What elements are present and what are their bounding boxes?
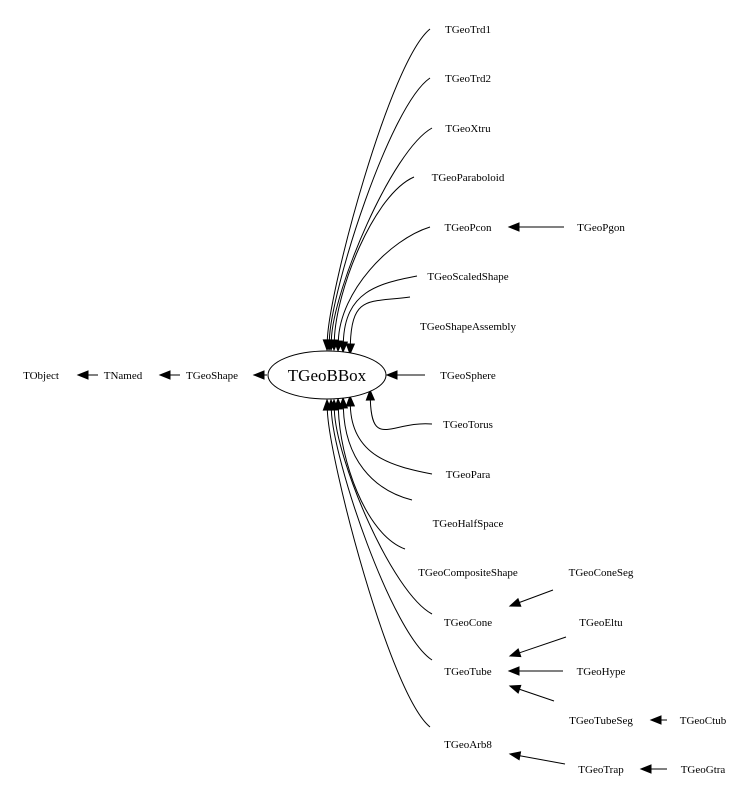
edge-tgeocompositeshape-to-tgeobbox [337,408,406,550]
node-tgeohalfspace[interactable]: TGeoHalfSpace [433,518,504,530]
edge-tgeoconeseg-to-tgeocone [519,589,554,603]
node-tgeoshapeassembly[interactable]: TGeoShapeAssembly [420,321,516,333]
root-node-label[interactable]: TGeoBBox [288,366,367,385]
edge-tgeoshapeassembly-to-tgeobbox-arrowhead [345,343,356,356]
node-tgeotrd1[interactable]: TGeoTrd1 [445,24,491,36]
edge-tgeohalfspace-to-tgeobbox [342,407,413,501]
edge-tgeopgon-to-tgeopcon-arrowhead [507,222,520,232]
node-tgeoeltu[interactable]: TGeoEltu [579,617,623,629]
edge-tgeoshapeassembly-to-tgeobbox [349,296,411,345]
node-tgeoscaledshape[interactable]: TGeoScaledShape [427,271,508,283]
node-tobject[interactable]: TObject [23,370,59,382]
root-node-ellipse [267,350,387,400]
node-tgeopara[interactable]: TGeoPara [446,469,491,481]
edge-tgeoscaledshape-to-tgeobbox [342,275,418,343]
node-tgeotrd2[interactable]: TGeoTrd2 [445,73,491,85]
edge-tgeoeltu-to-tgeotube [519,636,567,654]
edge-tgeosphere-to-tgeobbox-arrowhead [385,370,398,380]
edge-tgeotorus-to-tgeobbox [369,399,433,430]
edge-tgeopara-to-tgeobbox [349,405,433,475]
edge-layer [76,28,667,774]
node-tgeoshape[interactable]: TGeoShape [186,370,238,382]
edge-tgeotube-to-tgeobbox [330,409,433,661]
node-layer: TGeoBBox TObject TNamed TGeoShape TGeoTr… [23,24,727,776]
node-tgeogtra[interactable]: TGeoGtra [681,764,726,776]
node-tgeotorus[interactable]: TGeoTorus [443,419,493,431]
node-tnamed[interactable]: TNamed [104,370,143,382]
edge-tnamed-to-tobject-arrowhead [76,370,89,380]
edge-tgeopara-to-tgeobbox-arrowhead [345,394,356,407]
node-tgeoconeseg[interactable]: TGeoConeSeg [569,567,634,579]
edge-tgeotorus-to-tgeobbox-arrowhead [365,388,376,401]
edge-tgeocone-to-tgeobbox [333,409,433,615]
edge-tgeoxtru-to-tgeobbox [330,127,433,341]
node-tgeoxtru[interactable]: TGeoXtru [445,123,491,135]
edge-tgeotrap-to-tgeoarb8 [519,755,566,765]
node-tgeoctub[interactable]: TGeoCtub [680,715,727,727]
node-tgeohype[interactable]: TGeoHype [577,666,626,678]
node-tgeopgon[interactable]: TGeoPgon [577,222,625,234]
node-tgeoarb8[interactable]: TGeoArb8 [444,739,492,751]
edge-tgeoparaboloid-to-tgeobbox [333,176,415,341]
node-tgeocompositeshape[interactable]: TGeoCompositeShape [418,567,518,579]
node-tgeoparaboloid[interactable]: TGeoParaboloid [432,172,505,184]
edge-tgeoconeseg-to-tgeocone-arrowhead [508,597,522,607]
node-tgeotubeseg[interactable]: TGeoTubeSeg [569,715,633,727]
node-tgeopcon[interactable]: TGeoPcon [444,222,492,234]
edge-tgeobbox-to-tgeoshape-arrowhead [252,370,265,380]
edge-tgeotrd2-to-tgeobbox [328,77,431,341]
edge-tgeotubeseg-to-tgeotube [519,688,555,702]
edge-tgeotubeseg-to-tgeotube-arrowhead [508,684,522,694]
edge-tgeogtra-to-tgeotrap-arrowhead [639,764,652,774]
node-tgeosphere[interactable]: TGeoSphere [440,370,496,382]
edge-tgeoshape-to-tnamed-arrowhead [158,370,171,380]
node-tgeotrap[interactable]: TGeoTrap [578,764,624,776]
edge-tgeoscaledshape-to-tgeobbox-arrowhead [338,341,349,354]
edge-tgeopcon-to-tgeobbox [337,226,431,342]
edge-tgeoarb8-to-tgeobbox [326,409,431,728]
node-tgeocone[interactable]: TGeoCone [444,617,492,629]
edge-tgeotrap-to-tgeoarb8-arrowhead [508,751,522,761]
edge-tgeoctub-to-tgeotubeseg-arrowhead [649,715,662,725]
node-tgeotube[interactable]: TGeoTube [444,666,491,678]
edge-tgeohype-to-tgeotube-arrowhead [507,666,520,676]
edge-tgeoeltu-to-tgeotube-arrowhead [508,648,522,658]
edge-tgeoarb8-to-tgeobbox-arrowhead [322,398,333,411]
edge-tgeotrd1-to-tgeobbox [326,28,431,341]
